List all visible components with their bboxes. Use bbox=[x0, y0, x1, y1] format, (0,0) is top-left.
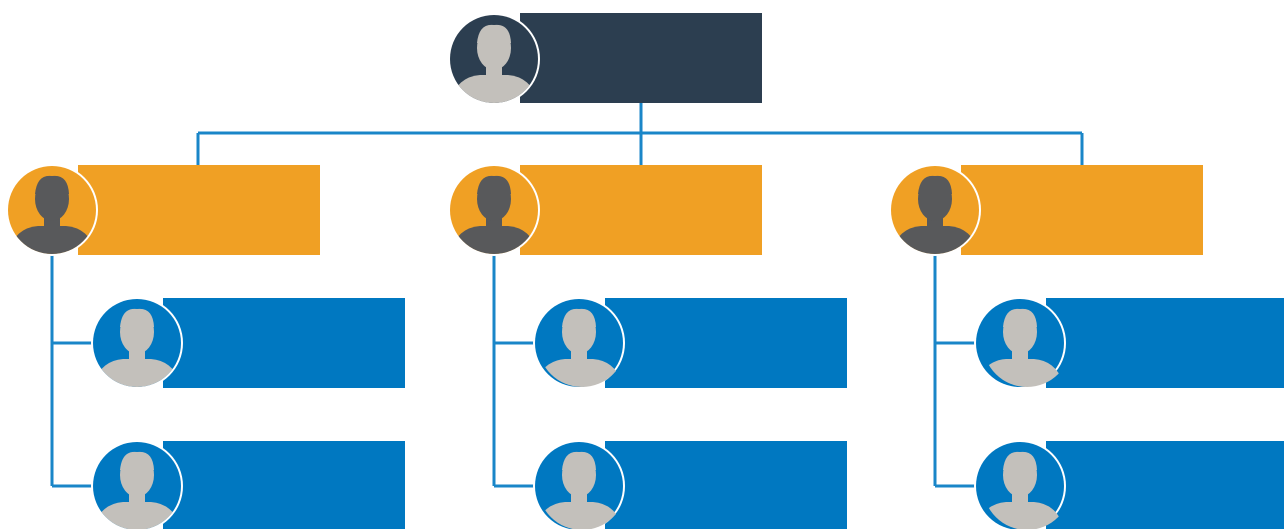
org-node-ceo[interactable] bbox=[448, 13, 762, 109]
node-box bbox=[961, 165, 1203, 255]
node-box bbox=[605, 298, 847, 388]
connectors bbox=[50, 103, 1084, 488]
node-box bbox=[163, 298, 405, 388]
org-node-manager-2[interactable] bbox=[448, 164, 762, 260]
org-node-manager-1[interactable] bbox=[6, 164, 320, 260]
node-box bbox=[605, 441, 847, 529]
node-box bbox=[520, 165, 762, 255]
org-node-staff-3-1[interactable] bbox=[974, 297, 1284, 393]
node-box bbox=[163, 441, 405, 529]
node-box bbox=[1046, 298, 1284, 388]
org-node-manager-3[interactable] bbox=[889, 164, 1203, 260]
org-node-staff-2-2[interactable] bbox=[533, 440, 847, 529]
org-node-staff-1-2[interactable] bbox=[91, 440, 405, 529]
node-box bbox=[78, 165, 320, 255]
org-nodes bbox=[6, 13, 1284, 529]
node-box bbox=[1046, 441, 1284, 529]
org-node-staff-3-2[interactable] bbox=[974, 440, 1284, 529]
org-node-staff-2-1[interactable] bbox=[533, 297, 847, 393]
node-box bbox=[520, 13, 762, 103]
org-node-staff-1-1[interactable] bbox=[91, 297, 405, 393]
